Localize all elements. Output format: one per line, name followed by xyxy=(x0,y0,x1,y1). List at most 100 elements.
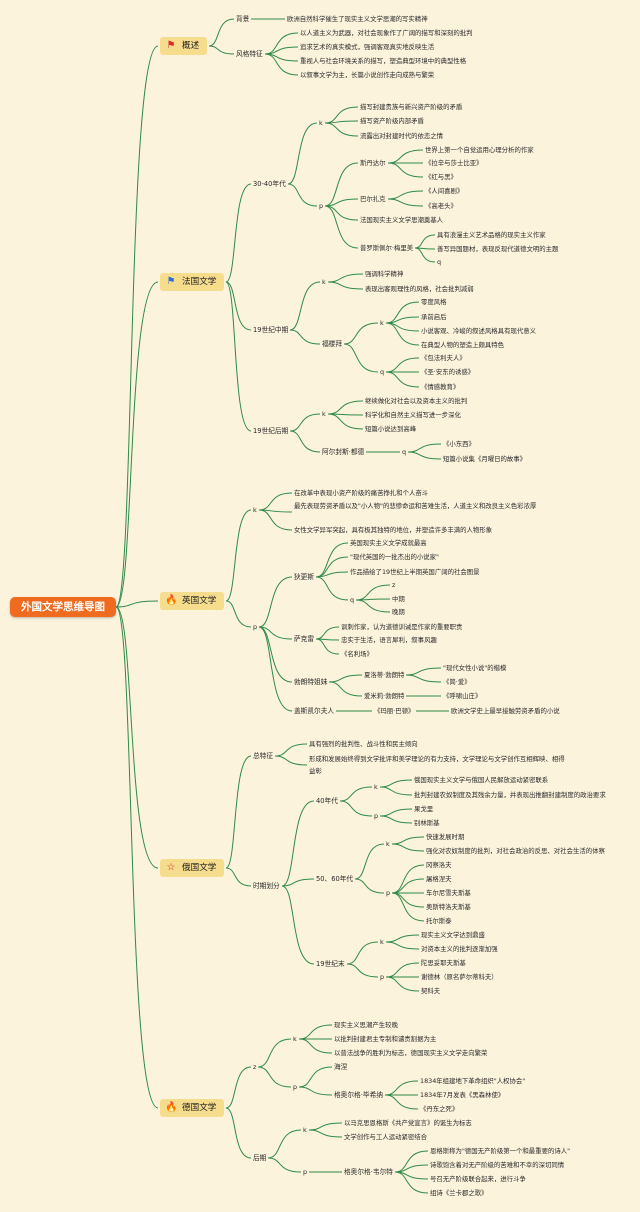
branch-node[interactable]: 时期划分 xyxy=(253,882,280,890)
branch-node[interactable]: 在典型人物的塑造上颇具特色 xyxy=(421,341,505,349)
branch-node[interactable]: 小说客观、冷峻的叙述风格具有现代意义 xyxy=(421,327,537,335)
branch-node[interactable]: 《名利场》 xyxy=(341,650,373,658)
branch-node[interactable]: 短篇小说达到高峰 xyxy=(365,425,417,433)
branch-node[interactable]: 《高老头》 xyxy=(425,202,457,210)
branch-node[interactable]: 继续做化对社会以及资本主义的批判 xyxy=(365,397,468,405)
branch-node[interactable]: 以马克思恩格斯《共产党宣言》的诞生为标志 xyxy=(344,1119,472,1127)
branch-node[interactable]: p xyxy=(319,202,324,210)
branch-node[interactable]: 谢德林（原名萨尔蒂科夫） xyxy=(421,973,498,981)
branch-node[interactable]: 世界上第一个自觉运用心理分析的作家 xyxy=(425,146,534,154)
branch-node[interactable]: k xyxy=(319,119,323,127)
branch-node[interactable]: 果戈里 xyxy=(414,805,434,813)
branch-node[interactable]: 《小东西》 xyxy=(443,440,475,448)
branch-node[interactable]: 格奥尔格·韦尔特 xyxy=(344,1168,393,1176)
branch-node[interactable]: 《人间喜剧》 xyxy=(425,187,464,195)
branch-node[interactable]: 重视人与社会环境关系的描写，塑造典型环境中的典型性格 xyxy=(300,57,467,65)
branch-node[interactable]: 狄更斯 xyxy=(294,573,315,581)
branch-node[interactable]: 现实主义思潮产生较晚 xyxy=(334,1021,398,1029)
branch-node[interactable]: 《丹东之死》 xyxy=(420,1105,459,1113)
branch-node[interactable]: q xyxy=(350,596,355,604)
branch-node[interactable]: 福楼拜 xyxy=(322,340,343,348)
branch-node[interactable]: 陀思妥耶夫斯基 xyxy=(421,959,466,967)
branch-node[interactable]: 19世纪末 xyxy=(316,960,345,968)
topic-node[interactable]: 🔥德国文学 xyxy=(160,1099,225,1117)
branch-node[interactable]: p xyxy=(293,1083,298,1091)
branch-node[interactable]: 50、60年代 xyxy=(316,875,354,883)
branch-node[interactable]: 恩格斯称为"德国无产阶级第一个和最重要的诗人" xyxy=(430,1147,571,1155)
branch-node[interactable]: 巴尔扎克 xyxy=(360,195,386,203)
branch-node[interactable]: p xyxy=(253,623,258,631)
branch-node[interactable]: 俄国现实主义文学与俄国人民解放运动紧密联系 xyxy=(414,776,549,784)
branch-node[interactable]: p xyxy=(374,812,379,820)
branch-node[interactable]: 表现出客观理性的风格，社会批判减弱 xyxy=(365,285,474,293)
branch-node[interactable]: z xyxy=(392,581,396,589)
branch-node[interactable]: q xyxy=(380,368,385,376)
branch-node[interactable]: 英国现实主义文学成就最高 xyxy=(350,539,427,547)
branch-node[interactable]: 冈察洛夫 xyxy=(426,861,452,869)
branch-node[interactable]: k xyxy=(293,1035,297,1043)
branch-node[interactable]: 作品描绘了19世纪上半期英国广阔的社会图景 xyxy=(350,568,480,576)
branch-node[interactable]: 勃朗特姐妹 xyxy=(294,678,328,686)
branch-node[interactable]: 屠格涅夫 xyxy=(426,875,452,883)
branch-node[interactable]: 《情感教育》 xyxy=(421,383,460,391)
branch-node[interactable]: 契科夫 xyxy=(421,987,441,995)
branch-node[interactable]: 别林斯基 xyxy=(414,819,440,827)
branch-node[interactable]: 具有浪漫主义艺术品格的现实主义作家 xyxy=(437,231,546,239)
branch-node[interactable]: 《拉辛与莎士比亚》 xyxy=(425,159,483,167)
branch-node[interactable]: 夏洛蒂·勃朗特 xyxy=(364,671,405,679)
branch-node[interactable]: 普罗斯佩尔·梅里美 xyxy=(360,244,414,252)
branch-node[interactable]: 零度风格 xyxy=(421,298,447,306)
branch-node[interactable]: 格奥尔格·毕希纳 xyxy=(334,1091,383,1099)
branch-node[interactable]: 总特征 xyxy=(253,752,274,760)
branch-node[interactable]: k xyxy=(374,783,378,791)
branch-node[interactable]: k xyxy=(380,319,384,327)
branch-node[interactable]: 以叙事文学为主，长篇小说创作走向成熟与繁荣 xyxy=(300,71,435,79)
branch-node[interactable]: k xyxy=(322,410,326,418)
branch-node[interactable]: 具有强烈的批判性、战斗性和民主倾向 xyxy=(309,740,418,748)
branch-node[interactable]: 奥斯特洛夫斯基 xyxy=(426,903,471,911)
branch-node[interactable]: 承前启后 xyxy=(421,313,447,321)
branch-node[interactable]: 组诗《兰卡郡之歌》 xyxy=(430,1189,488,1197)
topic-node[interactable]: 🔥英国文学 xyxy=(160,592,225,610)
branch-node[interactable]: 号召无产阶级联合起来，进行斗争 xyxy=(430,1175,526,1183)
branch-node[interactable]: 描写资产阶级内部矛盾 xyxy=(360,117,424,125)
branch-node[interactable]: 形成和发展始终得到文学批评和美学理论的有力支持，文学理论与文学创作互相辉映、相得… xyxy=(309,755,565,775)
branch-node[interactable]: 40年代 xyxy=(316,797,338,805)
branch-node[interactable]: 海涅 xyxy=(334,1063,348,1071)
topic-node[interactable]: ☆俄国文学 xyxy=(160,859,225,877)
branch-node[interactable]: 车尔尼雪夫斯基 xyxy=(426,889,471,897)
branch-node[interactable]: 1834年7月发表《黑森林使》 xyxy=(420,1091,505,1099)
branch-node[interactable]: 后期 xyxy=(253,1154,267,1162)
branch-node[interactable]: q xyxy=(402,448,407,456)
branch-node[interactable]: 《圣·安东的诱惑》 xyxy=(421,368,475,376)
branch-node[interactable]: 追求艺术的真实模式，强调客观真实地反映生活 xyxy=(300,43,435,51)
branch-node[interactable]: 以人道主义为武器，对社会现象作了广阔的描写和深刻的批判 xyxy=(300,29,473,37)
root-topic[interactable]: 外国文学思维导图 xyxy=(10,597,116,617)
branch-node[interactable]: 流露出对封建时代的依恋之情 xyxy=(360,132,444,140)
branch-node[interactable]: 法国现实主义文学思潮奠基人 xyxy=(360,216,444,224)
branch-node[interactable]: z xyxy=(253,1063,257,1071)
branch-node[interactable]: k xyxy=(386,840,390,848)
branch-node[interactable]: 《玛丽·巴顿》 xyxy=(374,707,415,715)
branch-node[interactable]: p xyxy=(303,1168,308,1176)
branch-node[interactable]: 描写封建贵族与新兴资产阶级的矛盾 xyxy=(360,103,463,111)
branch-node[interactable]: 斯丹达尔 xyxy=(360,159,386,167)
branch-node[interactable]: 以批判封建君主专制和谴责割据为主 xyxy=(334,1035,437,1043)
branch-node[interactable]: 最先表现劳资矛盾以及"小人物"的悲惨命运和苦难生活，人道主义和改良主义色彩浓厚 xyxy=(294,502,537,510)
branch-node[interactable]: 萨克雷 xyxy=(294,635,315,643)
branch-node[interactable]: 风格特征 xyxy=(236,50,263,58)
branch-node[interactable]: 欧洲自然科学催生了现实主义文学思潮的写实精神 xyxy=(287,15,428,23)
branch-node[interactable]: 19世纪中期 xyxy=(253,326,289,334)
branch-node[interactable]: 诗歌饱含着对无产阶级的苦难和不幸的深切同情 xyxy=(430,1161,565,1169)
branch-node[interactable]: 短篇小说集《月曜日的故事》 xyxy=(443,455,527,463)
branch-node[interactable]: 在改革中表现小资产阶级的痛苦挣扎和个人奋斗 xyxy=(294,489,429,497)
branch-node[interactable]: k xyxy=(303,1126,307,1134)
branch-node[interactable]: 以普法战争的胜利为标志，德国现实主义文学走向繁荣 xyxy=(334,1049,488,1057)
branch-node[interactable]: 讽刺作家，认为道德训诫是作家的重要职责 xyxy=(341,623,463,631)
branch-node[interactable]: 文学创作与工人运动紧密结合 xyxy=(344,1133,428,1141)
branch-node[interactable]: k xyxy=(253,506,257,514)
branch-node[interactable]: 忠实于生活，语言犀利，叙事风趣 xyxy=(341,636,437,644)
branch-node[interactable]: 晚期 xyxy=(392,608,405,616)
branch-node[interactable]: p xyxy=(386,889,391,897)
branch-node[interactable]: 盖斯凯尔夫人 xyxy=(294,707,335,715)
